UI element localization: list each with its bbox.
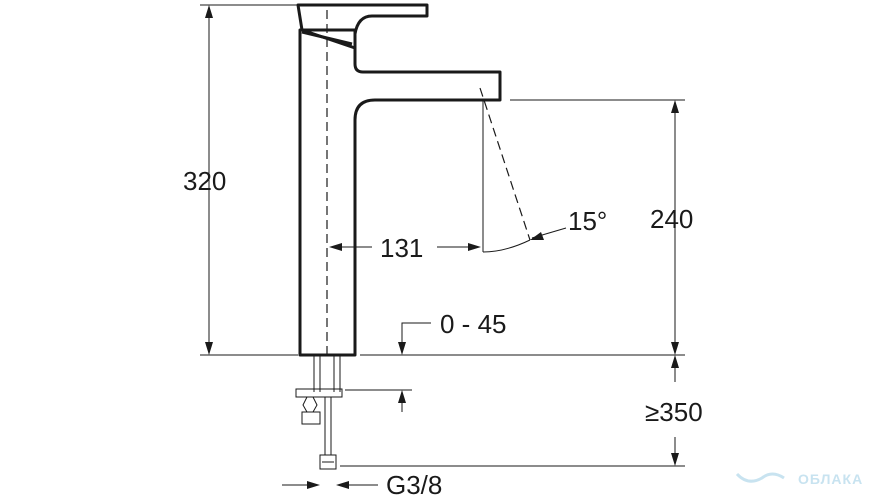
dimension-spout-reach [329,100,484,252]
hose-length-label: ≥350 [645,397,703,427]
total-height-label: 320 [183,166,226,196]
mounting-thickness-label: 0 - 45 [440,309,507,339]
watermark-text: ОБЛАКА [798,471,863,487]
mounting-hardware [295,356,343,470]
connection-thread-label: G3/8 [386,470,442,500]
watermark-logo: ОБЛАКА [735,471,863,487]
dimension-mounting-thickness [345,322,431,412]
dimension-spray-angle [479,87,567,253]
faucet-outline [296,3,502,357]
dimension-spout-height [360,99,685,356]
dimension-hose-length [340,355,685,467]
spout-height-label: 240 [650,204,693,234]
dimension-total-height [200,4,298,356]
spout-reach-label: 131 [380,233,423,263]
spray-angle-label: 15° [568,206,607,236]
dimension-connection-thread [282,481,378,489]
